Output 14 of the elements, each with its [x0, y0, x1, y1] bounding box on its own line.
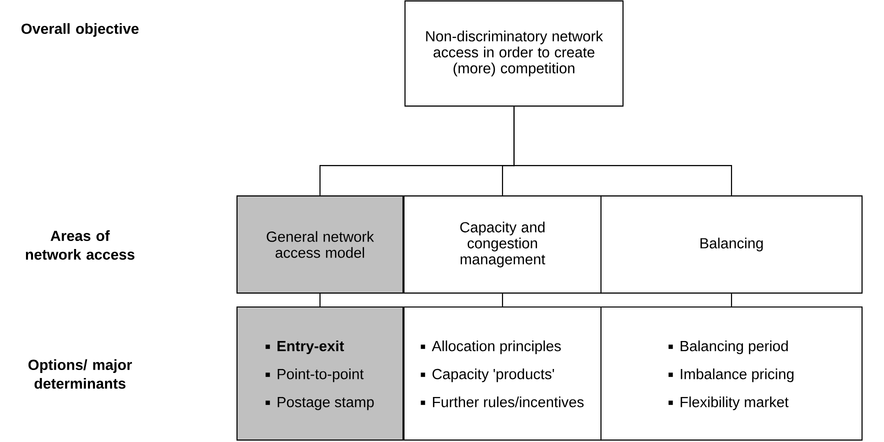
- option-list-box: Allocation principles Capacity 'products' Further rules/incentives: [403, 306, 602, 441]
- row-label: Options/ major determinants: [28, 359, 132, 389]
- connector-line: [502, 294, 504, 306]
- connector-line: [730, 294, 732, 306]
- row-label: Areas of network access: [26, 230, 134, 260]
- area-box: General network access model: [236, 195, 404, 294]
- option-list-box: Balancing period Imbalance pricing Flexibility market: [600, 306, 863, 441]
- area-box: Balancing: [600, 195, 863, 294]
- connector-line: [319, 294, 321, 306]
- objective-box: Non-discriminatory network access in order to create (more) competition: [404, 0, 624, 107]
- connector-line: [513, 106, 732, 196]
- option-list-box: Entry-exit Point-to-point Postage stamp: [236, 306, 404, 441]
- area-box: Capacity and congestion management: [403, 195, 602, 294]
- row-label: Overall objective: [22, 23, 139, 37]
